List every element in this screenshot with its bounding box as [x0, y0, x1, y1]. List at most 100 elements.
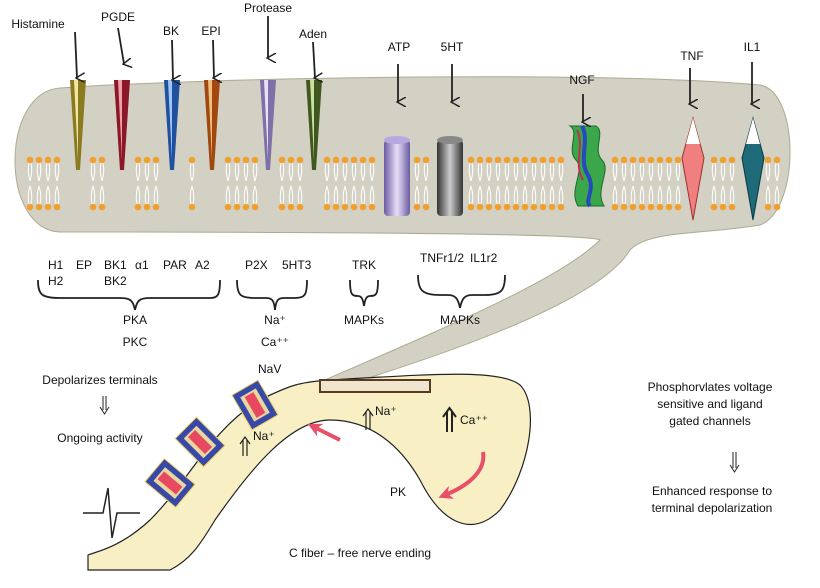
arrow-bk — [172, 39, 173, 80]
brace-trk — [349, 279, 379, 307]
label-mapks-trk: MAPKs — [344, 313, 384, 327]
lipid-head — [467, 203, 475, 211]
lipid-tail — [423, 185, 429, 205]
lipid-head — [323, 203, 331, 211]
influx-arrows — [239, 406, 457, 456]
lipid-head — [521, 203, 529, 211]
lipid-tail — [657, 185, 663, 205]
lipid-head — [296, 156, 304, 164]
lipid-tail — [612, 185, 618, 205]
label-5ht3: 5HT3 — [282, 258, 312, 272]
lipid-tail — [639, 185, 645, 205]
lipid-head — [341, 156, 349, 164]
label-histamine: Histamine — [11, 17, 65, 31]
lipid-head — [710, 156, 718, 164]
lipid-tail — [360, 162, 366, 182]
lipid-head — [413, 156, 421, 164]
label-pk: PK — [390, 485, 406, 499]
lipid-head — [503, 203, 511, 211]
lipid-head — [773, 203, 781, 211]
label-h1: H1 — [48, 258, 64, 272]
nerve-caption: C fiber – free nerve ending — [289, 546, 431, 560]
lipid-tail — [522, 162, 528, 182]
label-bk2: BK2 — [104, 274, 127, 288]
membrane-connector — [319, 379, 431, 393]
lipid-head — [368, 203, 376, 211]
lipid-tail — [765, 162, 771, 182]
lipid-tail — [234, 185, 240, 205]
lipid-head — [350, 156, 358, 164]
lipid-tail — [288, 185, 294, 205]
lipid-tail — [531, 162, 537, 182]
lipid-tail — [144, 162, 150, 182]
lipid-head — [548, 156, 556, 164]
lipid-head — [287, 156, 295, 164]
lipid-head — [422, 203, 430, 211]
lipid-tail — [297, 185, 303, 205]
pk-arrows — [307, 423, 486, 499]
lipid-tail — [477, 162, 483, 182]
lipid-head — [296, 203, 304, 211]
lipid-tail — [486, 185, 492, 205]
lipid-tail — [495, 162, 501, 182]
lipid-tail — [639, 162, 645, 182]
lipid-tail — [279, 162, 285, 182]
lipid-head — [26, 156, 34, 164]
lipid-tail — [666, 185, 672, 205]
channel-p2x — [384, 136, 410, 216]
lipid-tail — [477, 185, 483, 205]
label-ca-influx: Ca⁺⁺ — [460, 413, 488, 427]
note-ongoing: Ongoing activity — [57, 431, 142, 445]
label-alpha1: α1 — [135, 258, 149, 272]
lipid-tail — [504, 162, 510, 182]
lipid-tail — [90, 162, 96, 182]
lipid-head — [719, 156, 727, 164]
lipid-tail — [621, 162, 627, 182]
lipid-head — [719, 203, 727, 211]
lipid-head — [341, 203, 349, 211]
label-tnfr: TNFr1/2 — [420, 251, 464, 265]
lipid-head — [656, 203, 664, 211]
lipid-tail — [414, 185, 420, 205]
lipid-head — [188, 203, 196, 211]
lipid-head — [134, 156, 142, 164]
lipid-head — [359, 156, 367, 164]
lipid-tail — [288, 162, 294, 182]
ligand-arrows — [74, 16, 752, 122]
lipid-head — [89, 156, 97, 164]
lipid-head — [647, 203, 655, 211]
braces — [37, 274, 506, 311]
lipid-head — [629, 156, 637, 164]
lipid-head — [656, 156, 664, 164]
lipid-tail — [189, 162, 195, 182]
lipid-tail — [252, 185, 258, 205]
lipid-head — [143, 156, 151, 164]
ca-arrow-icon — [442, 406, 457, 432]
label-pka: PKA — [123, 313, 147, 327]
lipid-head — [233, 203, 241, 211]
lipid-tail — [342, 162, 348, 182]
lipid-tail — [729, 162, 735, 182]
down-arrow-left-icon — [99, 396, 110, 415]
lipid-head — [611, 156, 619, 164]
lipid-tail — [495, 185, 501, 205]
lipid-head — [422, 156, 430, 164]
lipid-head — [485, 156, 493, 164]
lipid-tail — [720, 162, 726, 182]
lipid-tail — [648, 162, 654, 182]
lipid-tail — [675, 162, 681, 182]
receptor-ep — [114, 80, 130, 170]
lipid-tail — [414, 162, 420, 182]
lipid-head — [413, 203, 421, 211]
lipid-head — [35, 156, 43, 164]
lipid-tail — [135, 162, 141, 182]
lipid-head — [494, 203, 502, 211]
lipid-tail — [297, 162, 303, 182]
label-nav: NaV — [258, 362, 281, 376]
note-right-1: Phosphorvlates voltage — [648, 380, 773, 394]
label-protease: Protease — [244, 1, 292, 15]
lipid-head — [557, 156, 565, 164]
label-tnf: TNF — [680, 49, 703, 63]
lipid-head — [521, 156, 529, 164]
